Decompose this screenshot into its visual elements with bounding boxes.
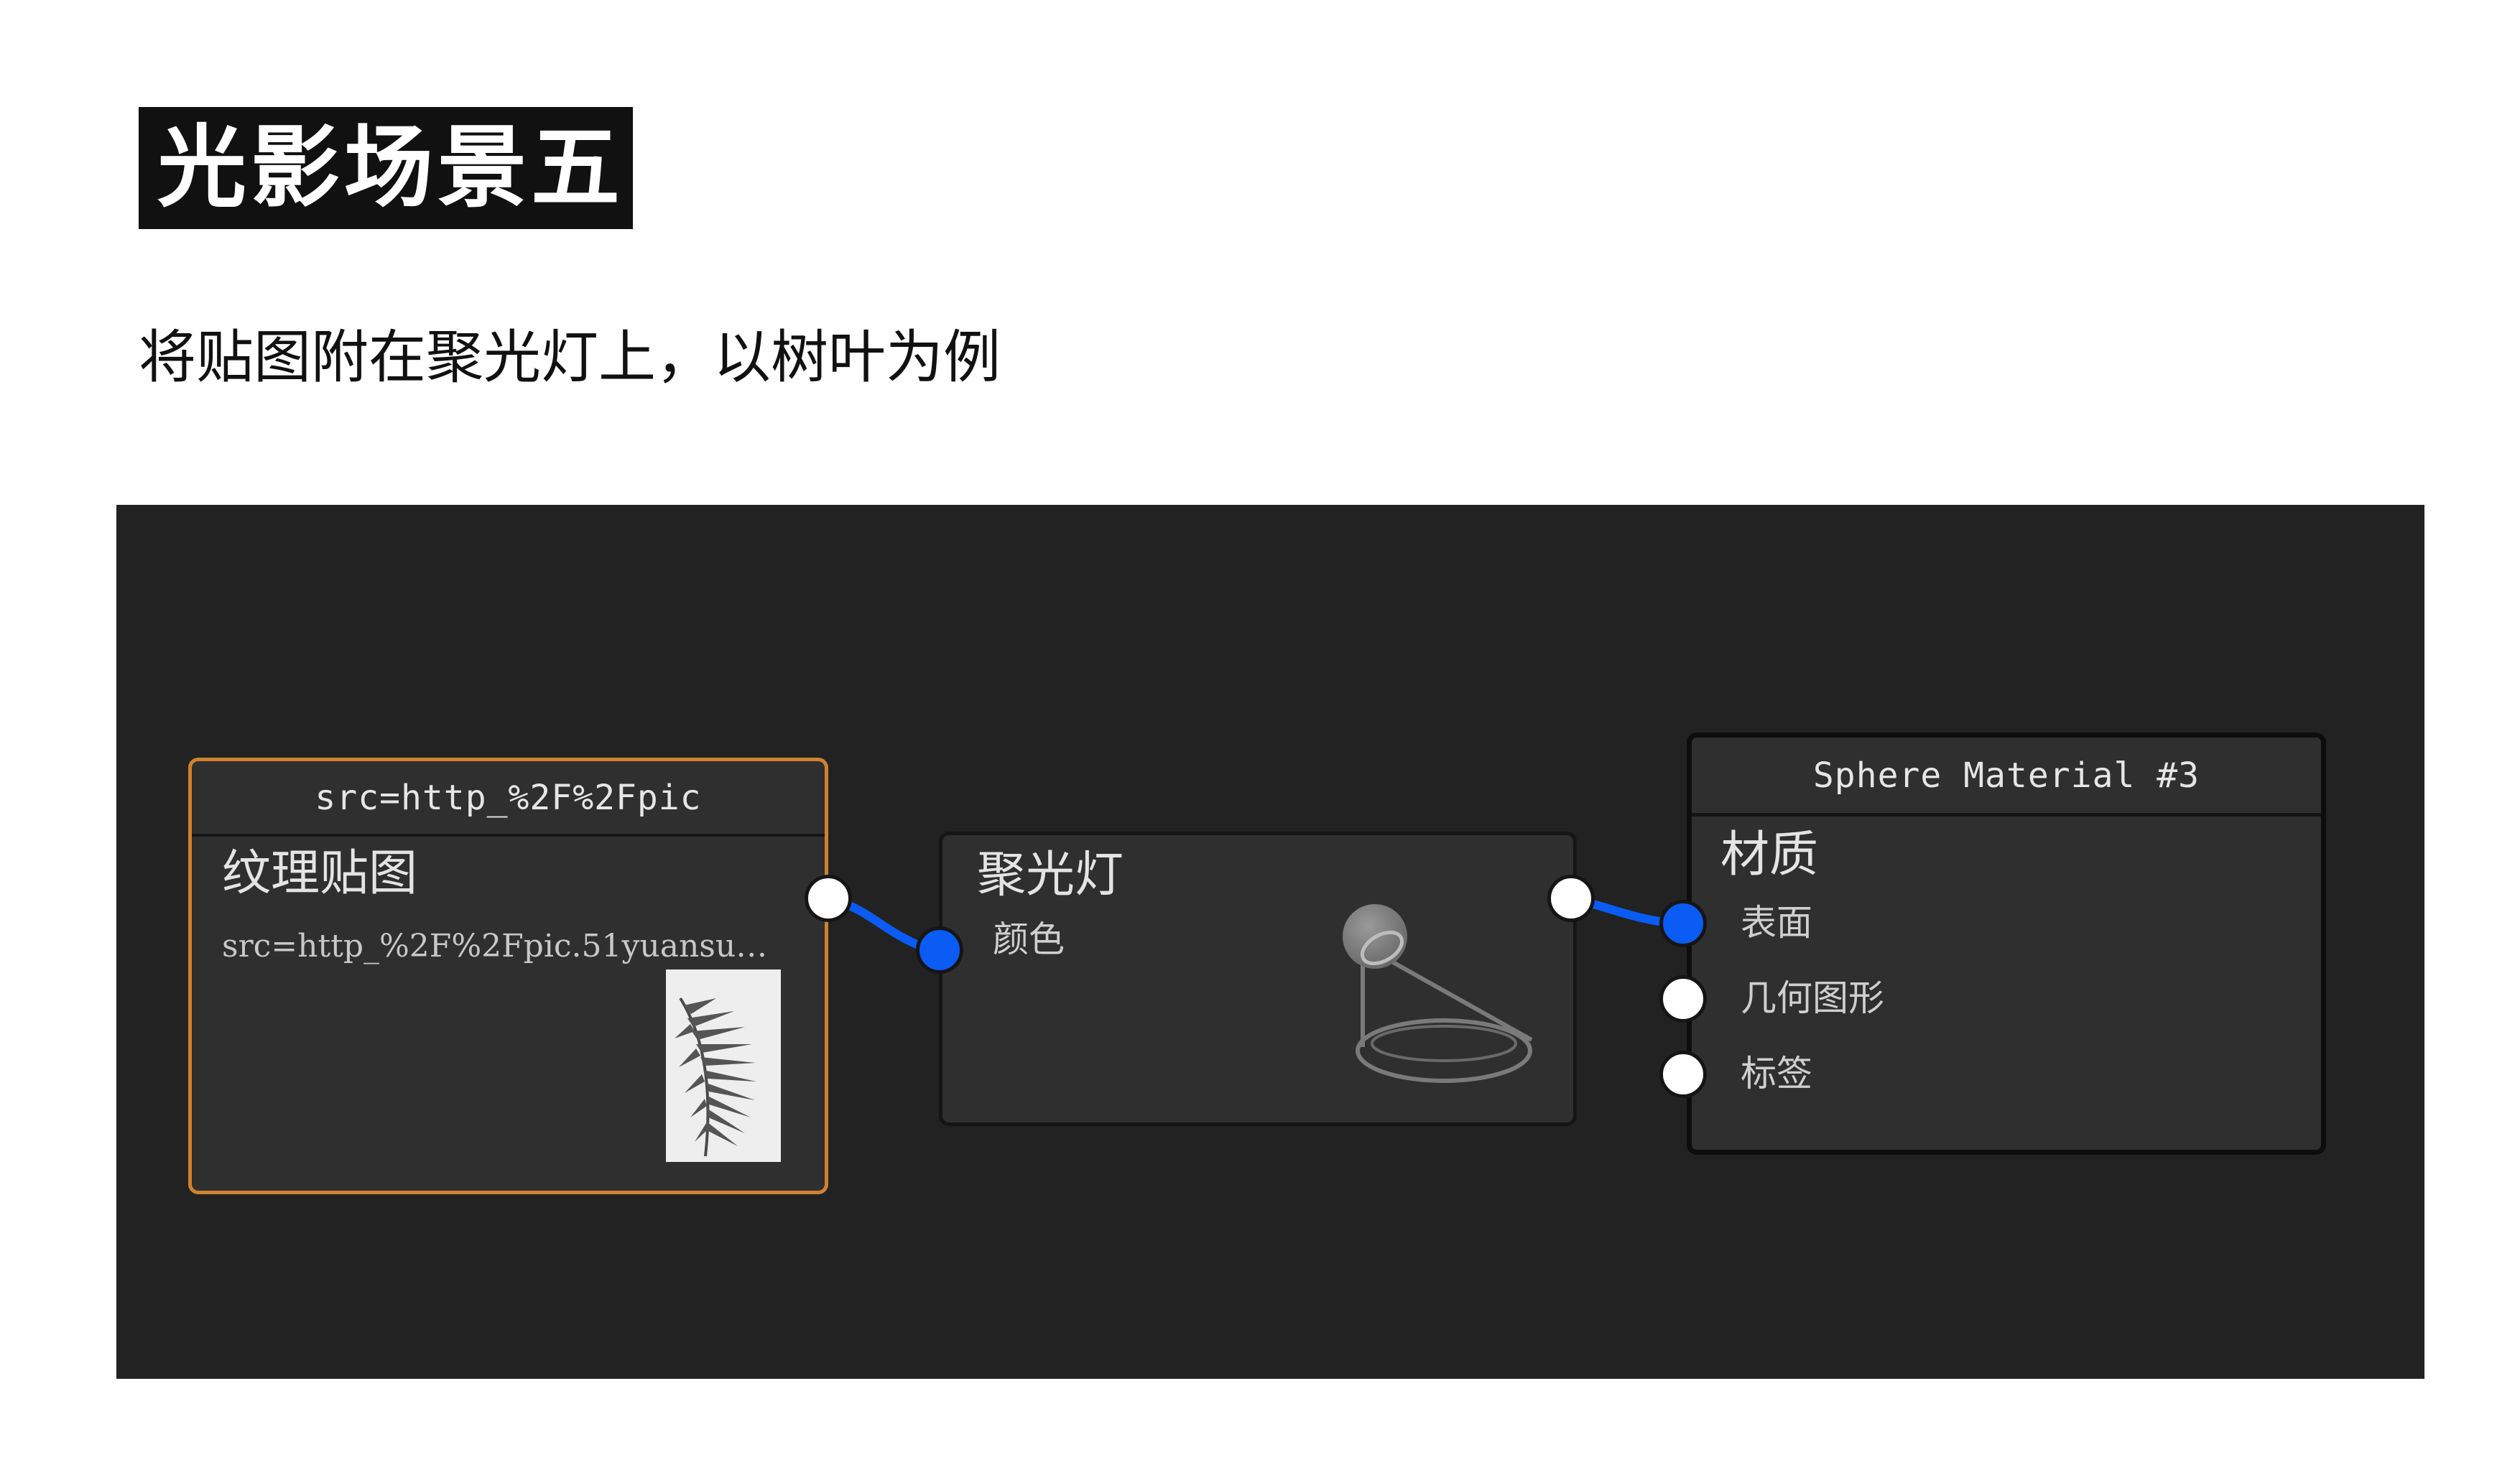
spotlight-node[interactable]: 聚光灯 颜色 [939,832,1577,1126]
page-title-badge: 光影场景五 [139,107,633,229]
leaf-icon [675,997,756,1157]
texture-output-port[interactable] [805,875,852,922]
texture-filename: src=http_%2F%2Fpic.51yuansu… [222,928,768,964]
spotlight-color-input-port[interactable] [916,926,963,974]
material-surface-input-port[interactable] [1659,900,1707,947]
node-editor-canvas[interactable]: src=http_%2F%2Fpic 纹理贴图 src=http_%2F%2Fp… [116,505,2424,1379]
texture-node[interactable]: src=http_%2F%2Fpic 纹理贴图 src=http_%2F%2Fp… [188,758,828,1194]
texture-node-header: src=http_%2F%2Fpic [192,761,825,837]
texture-node-title: 纹理贴图 [222,845,418,902]
material-node[interactable]: Sphere Material #3 材质 表面 几何图形 标签 [1687,732,2326,1155]
spotlight-output-port[interactable] [1547,875,1595,922]
material-node-title: 材质 [1720,827,1819,883]
spotlight-icon [1343,904,1533,1083]
spotlight-node-title: 聚光灯 [977,847,1124,903]
material-port-label-geometry: 几何图形 [1741,977,1884,1019]
page-title: 光影场景五 [157,116,625,220]
material-port-label-surface: 表面 [1741,902,1812,944]
material-tag-input-port[interactable] [1659,1051,1707,1098]
page-subtitle: 将贴图附在聚光灯上，以树叶为例 [139,324,1001,391]
material-geometry-input-port[interactable] [1659,975,1707,1023]
material-node-header: Sphere Material #3 [1692,738,2321,817]
texture-thumbnail [666,969,781,1162]
material-port-label-tag: 标签 [1741,1053,1812,1094]
spotlight-port-label-color: 颜色 [993,918,1065,960]
